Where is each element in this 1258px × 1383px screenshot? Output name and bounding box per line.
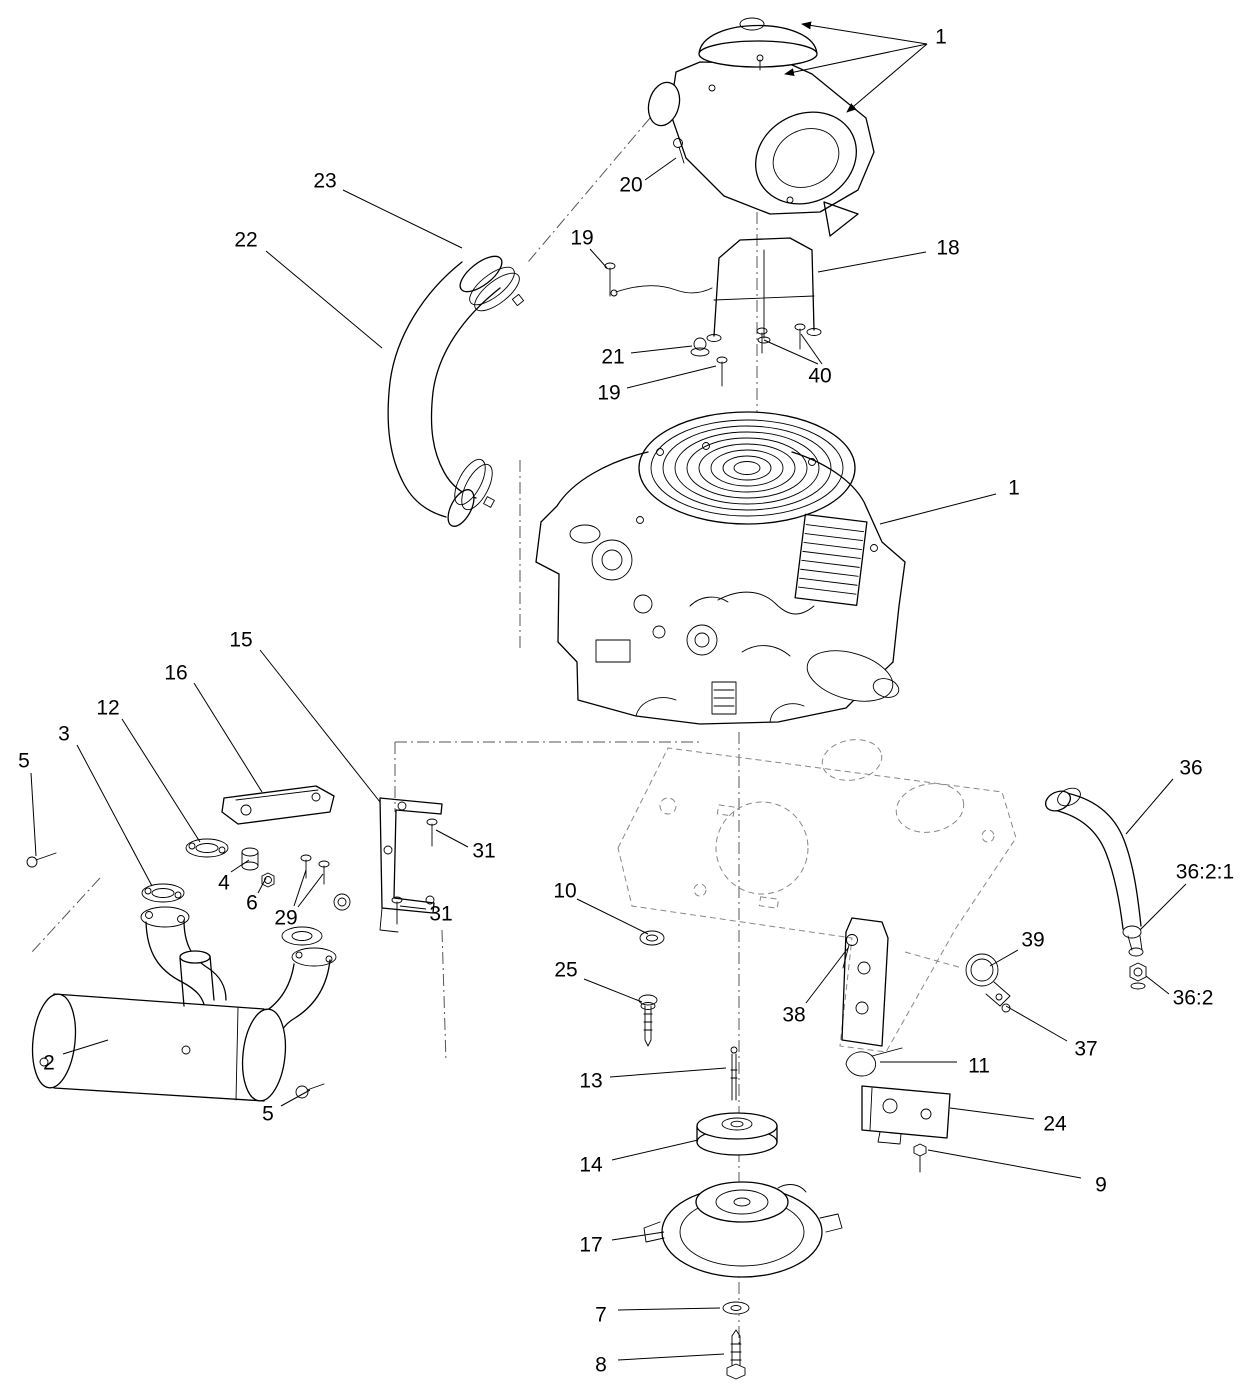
engine-drawing: [535, 411, 906, 725]
part-callout: 23: [313, 169, 337, 193]
part-callout: 20: [619, 173, 643, 197]
part-callout: 36:2:1: [1175, 860, 1235, 884]
part-callout: 19: [570, 226, 594, 250]
part-callout: 5: [262, 1102, 274, 1126]
part-callout: 36:2: [1172, 986, 1214, 1010]
part-callout: 7: [595, 1303, 607, 1327]
part-callout: 6: [246, 891, 258, 915]
part-callout: 38: [782, 1003, 806, 1027]
part-callout: 11: [968, 1054, 990, 1078]
part-callout: 12: [96, 696, 120, 720]
tie-bracket-drawing: [845, 1047, 951, 1173]
leader-lines: [30, 21, 1187, 1361]
muffler-drawing: [26, 838, 337, 1102]
part-callout: 15: [229, 628, 253, 652]
part-callout: 3: [58, 722, 70, 746]
part-callout: 25: [554, 958, 578, 982]
part-callout: 14: [579, 1153, 603, 1177]
part-callout: 1: [935, 25, 947, 49]
part-callout: 18: [936, 236, 960, 260]
air-cleaner-bracket-drawing: [604, 237, 822, 387]
part-callout: 39: [1021, 928, 1045, 952]
part-callout: 22: [234, 228, 258, 252]
air-cleaner-drawing: [647, 17, 875, 237]
frame-plate-drawing: [617, 739, 1017, 1053]
muffler-bracket-drawing: [221, 785, 443, 933]
mount-hardware-drawing: [638, 930, 665, 1047]
part-callout: 9: [1095, 1173, 1107, 1197]
part-callout: 4: [218, 871, 230, 895]
clutch-stack-drawing: [643, 1046, 843, 1380]
part-callout: 16: [164, 661, 188, 685]
part-callout: 29: [274, 906, 298, 930]
frame-bolt-drawing: [842, 934, 858, 969]
part-callout: 1: [1008, 476, 1020, 500]
drain-hose-drawing: [1044, 787, 1147, 990]
part-callout: 40: [808, 364, 832, 388]
part-callout: 17: [579, 1233, 603, 1257]
part-callout: 31: [472, 839, 496, 863]
part-callout: 36: [1179, 756, 1203, 780]
alignment-lines: [31, 58, 963, 1345]
hose-clamp-drawing: [965, 953, 1011, 1013]
part-callout: 31: [429, 902, 453, 926]
part-callout: 10: [553, 879, 577, 903]
exhaust-pipe-drawing: [387, 255, 525, 527]
part-callout: 2: [43, 1051, 55, 1075]
part-callout: 19: [597, 381, 621, 405]
part-callout: 21: [601, 345, 625, 369]
part-callout: 24: [1043, 1112, 1067, 1136]
part-callout: 13: [579, 1069, 603, 1093]
part-callout: 37: [1074, 1037, 1098, 1061]
part-callout: 5: [18, 749, 30, 773]
part-callout: 8: [595, 1353, 607, 1377]
